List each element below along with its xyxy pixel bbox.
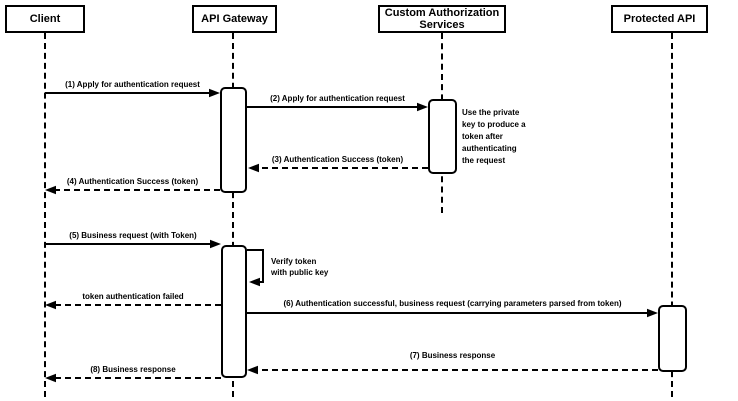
message-1-label: (1) Apply for authentication request (65, 80, 200, 89)
activation-api-gateway-auth (220, 87, 247, 193)
note-private-key: Use the private key to produce a token a… (462, 108, 526, 165)
self-message-label: Verify token with public key (271, 257, 329, 277)
actor-protected-api: Protected API (611, 5, 708, 33)
message-5-label: (5) Business request (with Token) (69, 231, 197, 240)
message-5-arrowhead-icon (210, 239, 221, 249)
message-8-label: (8) Business response (90, 365, 176, 374)
message-4-label: (4) Authentication Success (token) (66, 177, 199, 186)
message-3-label: (3) Authentication Success (token) (271, 155, 404, 164)
message-failed-label: token authentication failed (82, 292, 184, 301)
message-3-arrowhead-icon (248, 163, 259, 173)
message-2-label: (2) Apply for authentication request (270, 94, 405, 103)
activation-protected-api (658, 305, 687, 372)
actor-custom-authorization-services: Custom Authorization Services (378, 5, 506, 33)
actor-client: Client (5, 5, 85, 33)
message-7-arrowhead-icon (247, 365, 258, 375)
lifeline-api-gateway (232, 33, 234, 397)
message-4-arrowhead-icon (45, 185, 56, 195)
message-6-arrowhead-icon (647, 308, 658, 318)
actor-api-gateway: API Gateway (192, 5, 277, 33)
lifeline-protected-api (671, 33, 673, 397)
message-failed-arrowhead-icon (45, 300, 56, 310)
message-6-label: (6) Authentication successful, business … (283, 299, 622, 308)
message-1-arrowhead-icon (209, 88, 220, 98)
activation-custom-authorization-services (428, 99, 457, 174)
activation-api-gateway-business (221, 245, 247, 378)
self-message-arrowhead-icon (249, 277, 260, 287)
message-8-arrowhead-icon (45, 373, 56, 383)
message-2-arrowhead-icon (417, 102, 428, 112)
self-message-loop (247, 249, 264, 283)
message-7-label: (7) Business response (409, 351, 496, 360)
lifeline-client (44, 33, 46, 397)
